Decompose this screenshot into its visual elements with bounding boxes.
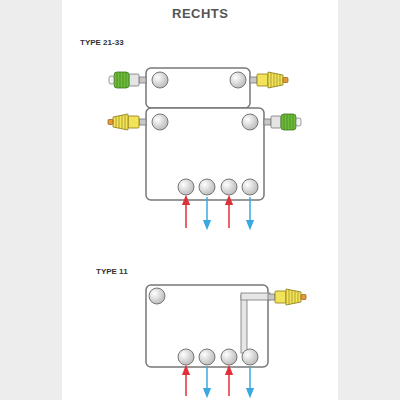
type-label: TYPE 11	[96, 267, 128, 276]
valve-type-11	[268, 289, 306, 305]
type-label: TYPE 21-33	[80, 38, 124, 47]
valves-type-21-33	[108, 72, 301, 130]
radiator-type-11	[146, 285, 270, 367]
flow-arrows-type-21-33	[186, 197, 250, 228]
page-title: RECHTS	[172, 6, 228, 21]
radiator-type-21-33	[146, 68, 264, 200]
flow-arrows-type-11	[186, 367, 250, 396]
white-panel	[62, 0, 338, 400]
